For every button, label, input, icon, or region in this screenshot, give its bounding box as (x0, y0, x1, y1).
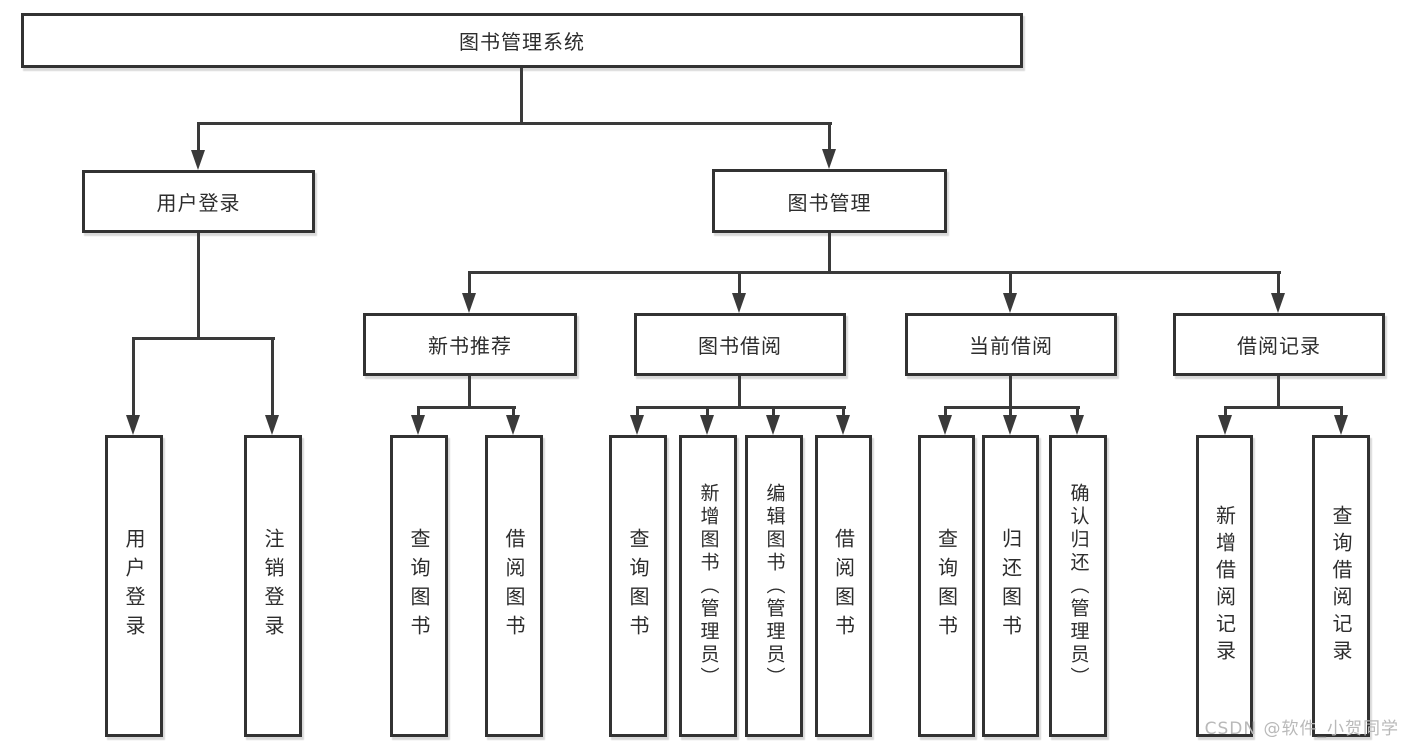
arrowhead-query-borrow-record (1334, 415, 1348, 435)
node-query-borrow-record: 查询借阅记录 (1312, 435, 1370, 737)
connector-mgmt-stem-1 (468, 271, 471, 295)
node-book-management: 图书管理 (712, 169, 947, 233)
connector-mgmt-hline (469, 271, 1281, 274)
connector-recommend-stub (468, 376, 471, 406)
connector-current-stub (1009, 376, 1012, 406)
node-add-book-admin: 新增图书（管理员） (679, 435, 737, 737)
node-return-book: 归还图书 (982, 435, 1039, 737)
arrowhead-borrow-books-leaf (836, 415, 850, 435)
arrowhead-current-borrow (1003, 293, 1017, 313)
connector-borrow-stub (738, 376, 741, 406)
connector-current-hline (944, 406, 1080, 409)
node-user-login-leaf: 用户登录 (105, 435, 163, 737)
arrowhead-borrow-records (1271, 293, 1285, 313)
arrowhead-user-login-leaf (126, 415, 140, 435)
connector-current-stem-2 (1009, 406, 1012, 418)
connector-borrow-stem-4 (842, 406, 845, 418)
arrowhead-borrow-books-recommend (506, 415, 520, 435)
arrowhead-book-borrow (732, 293, 746, 313)
node-borrow-books-leaf: 借阅图书 (815, 435, 872, 737)
node-confirm-return-admin: 确认归还（管理员） (1049, 435, 1107, 737)
connector-borrow-stem-1 (636, 406, 639, 418)
node-current-borrow: 当前借阅 (905, 313, 1117, 376)
connector-current-stem-3 (1076, 406, 1079, 418)
arrowhead-edit-book-admin (766, 415, 780, 435)
watermark-text: CSDN @软件_小贺同学 (1204, 719, 1399, 739)
node-query-books-current: 查询图书 (918, 435, 975, 737)
arrowhead-logout-leaf (265, 415, 279, 435)
connector-mgmt-stem-2 (738, 271, 741, 295)
arrowhead-confirm-return-admin (1070, 415, 1084, 435)
connector-login-stub (197, 233, 200, 337)
connector-recommend-stem-2 (512, 406, 515, 418)
connector-mgmt-stem-3 (1009, 271, 1012, 295)
arrowhead-add-borrow-record (1218, 415, 1232, 435)
arrowhead-add-book-admin (700, 415, 714, 435)
connector-mgmt-stem-4 (1277, 271, 1280, 295)
connector-mgmt-stub (828, 233, 831, 271)
node-book-borrow: 图书借阅 (634, 313, 846, 376)
node-add-borrow-record: 新增借阅记录 (1196, 435, 1253, 737)
arrowhead-return-book (1003, 415, 1017, 435)
connector-root-hline (197, 122, 832, 125)
node-logout-leaf: 注销登录 (244, 435, 302, 737)
connector-recommend-hline (417, 406, 516, 409)
arrowhead-query-books-borrow (630, 415, 644, 435)
connector-records-stem-1 (1224, 406, 1227, 418)
connector-borrow-hline (636, 406, 846, 409)
arrowhead-query-books-recommend (411, 415, 425, 435)
connector-borrow-stem-2 (706, 406, 709, 418)
node-borrow-records: 借阅记录 (1173, 313, 1385, 376)
node-edit-book-admin: 编辑图书（管理员） (745, 435, 803, 737)
connector-records-hline (1224, 406, 1343, 409)
node-borrow-books-recommend: 借阅图书 (485, 435, 543, 737)
connector-root-stub (520, 68, 523, 122)
connector-login-stem-1 (132, 337, 135, 417)
connector-root-right-stem (828, 122, 831, 154)
connector-records-stub (1277, 376, 1280, 406)
connector-records-stem-2 (1340, 406, 1343, 418)
node-library-system: 图书管理系统 (21, 13, 1023, 68)
connector-login-hline (133, 337, 275, 340)
node-new-book-recommend: 新书推荐 (363, 313, 577, 376)
connector-borrow-stem-3 (772, 406, 775, 418)
node-query-books-recommend: 查询图书 (390, 435, 448, 737)
connector-current-stem-1 (944, 406, 947, 418)
connector-recommend-stem-1 (417, 406, 420, 418)
connector-root-left-stem (197, 122, 200, 154)
arrowhead-user-login (191, 150, 205, 170)
connector-login-stem-2 (271, 337, 274, 417)
arrowhead-book-management (822, 149, 836, 169)
node-user-login: 用户登录 (82, 170, 315, 233)
arrowhead-new-book-recommend (462, 293, 476, 313)
node-query-books-borrow: 查询图书 (609, 435, 667, 737)
arrowhead-query-books-current (938, 415, 952, 435)
